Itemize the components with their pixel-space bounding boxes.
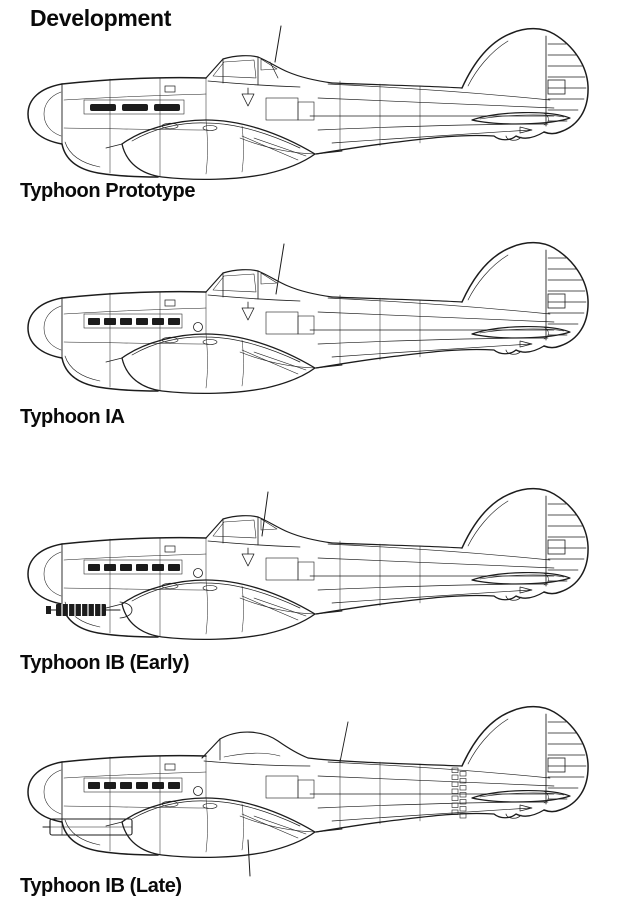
typhoon-ia-drawing xyxy=(27,241,589,395)
typhoon-prototype-drawing xyxy=(27,25,589,181)
page-title: Development xyxy=(30,5,172,31)
aircraft-label: Typhoon IB (Early) xyxy=(20,652,190,674)
aircraft-label: Typhoon IB (Late) xyxy=(20,875,182,897)
typhoon-ib-early-drawing xyxy=(27,487,589,641)
aircraft-label: Typhoon Prototype xyxy=(20,180,196,202)
aircraft-label: Typhoon IA xyxy=(20,406,125,428)
typhoon-ib-late-drawing xyxy=(27,705,589,877)
